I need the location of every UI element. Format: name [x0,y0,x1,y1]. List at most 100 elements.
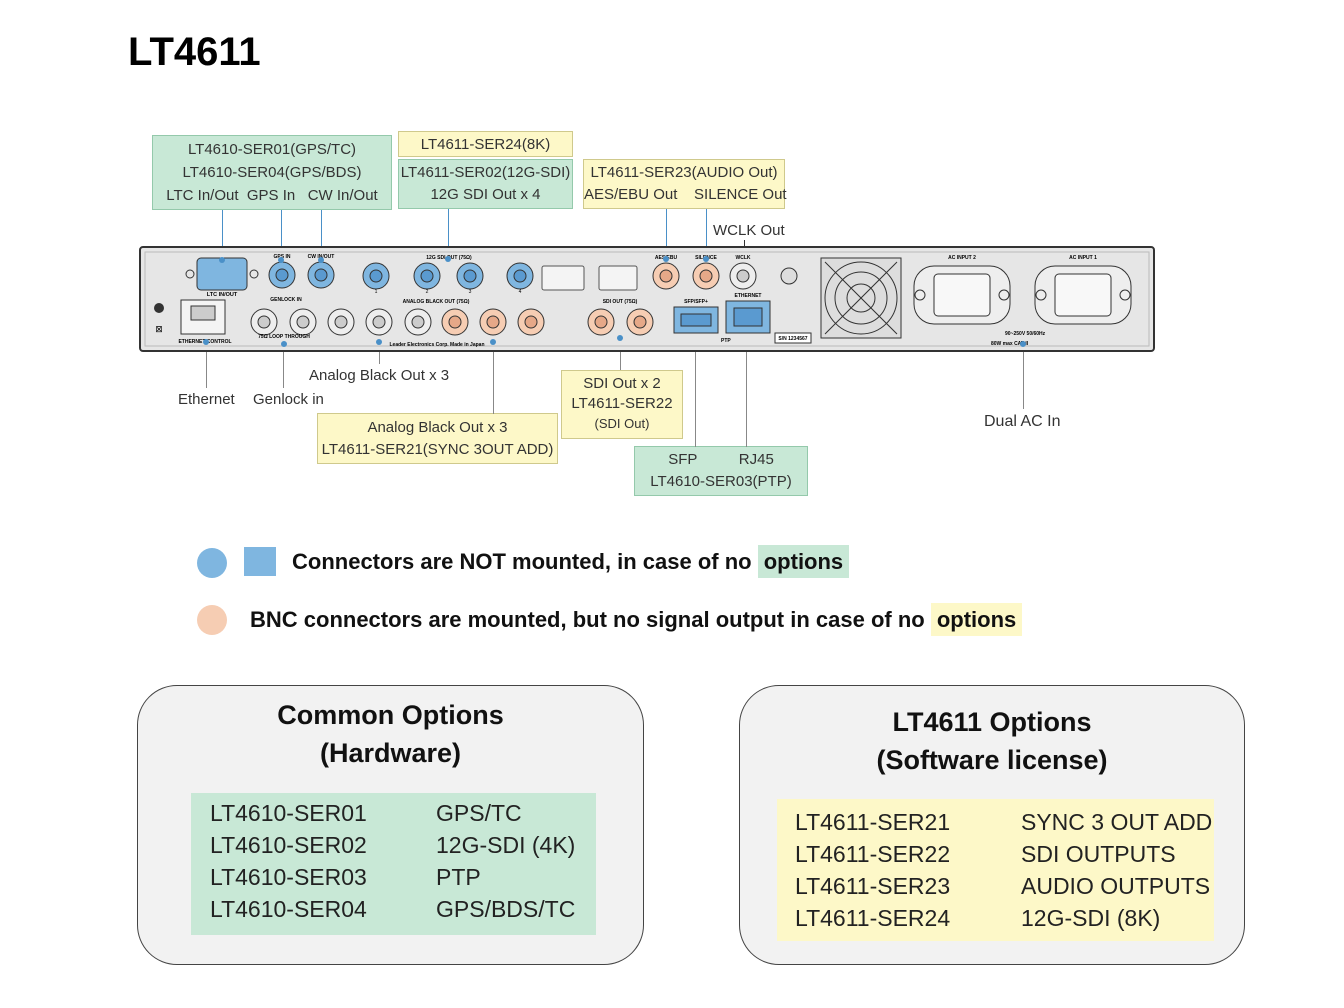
legend-blue-square [244,547,276,576]
callout-ser23-line2: AES/EBU Out SILENCE Out [584,186,787,203]
callout-ser23-line1: LT4611-SER23(AUDIO Out) [590,164,778,181]
sdi-out-bnc-2 [626,308,654,336]
option-code: LT4610-SER03 [210,864,367,890]
page-title: LT4611 [128,30,261,74]
sdi12g-num-4: 4 [519,289,522,295]
wclk-panel-label: WCLK [736,255,751,261]
callout-sdi-out: SDI Out x 2 LT4611-SER22 (SDI Out) [561,370,683,439]
ptp-label: PTP [721,338,731,344]
callout-ser23: LT4611-SER23(AUDIO Out) AES/EBU Out SILE… [583,159,787,209]
option-code: LT4611-SER21 [795,809,951,835]
leader-ethernet [206,342,207,388]
analog-black-bnc-6 [517,308,545,336]
maker-label: Leader Electronics Corp. Made in Japan [389,342,484,348]
leader-silence [706,209,707,259]
option-desc: GPS/TC [436,800,522,826]
power-rating-label: 90~250V 50/60Hz [1005,331,1046,337]
ltc-label: LTC IN/OUT [207,292,238,298]
analog-black-bnc-4 [441,308,469,336]
genlock-bnc-2 [289,308,317,336]
legend-orange-highlight: options [930,603,1023,636]
common-option-row: LT4610-SER04 GPS/BDS/TC [210,893,575,925]
ground-terminal [780,267,798,285]
sdi12g-num-3: 3 [469,289,472,295]
lt4611-options-box: LT4611 Options (Software license) LT4611… [739,685,1245,965]
callout-analog-line1: Analog Black Out x 3 [367,419,508,436]
label-dual-ac: Dual AC In [984,413,1061,430]
callout-ser02-line2: 12G SDI Out x 4 [430,186,541,203]
label-wclk-out: WCLK Out [713,222,785,239]
option-desc: SDI OUTPUTS [1021,841,1176,867]
genlock-bnc-1 [250,308,278,336]
callout-ser02: LT4611-SER02(12G-SDI) 12G SDI Out x 4 [398,159,573,209]
weee-icon: ⊠ [155,324,163,334]
wclk-bnc [729,262,757,290]
option-code: LT4610-SER04 [210,896,367,922]
callout-ser24: LT4611-SER24(8K) [398,131,573,157]
analog-black-bnc-5 [479,308,507,336]
sdi12g-bnc-2 [413,262,441,290]
rear-panel: LTC IN/OUT GPS IN CW IN/OUT 12G SDI OUT … [139,246,1155,352]
ac-inlet-2 [913,265,1011,325]
sdi12g-bnc-3 [456,262,484,290]
ac-input-2-label: AC INPUT 2 [948,255,976,261]
ac-input-1-label: AC INPUT 1 [1069,255,1097,261]
callout-gps-options: LT4610-SER01(GPS/TC) LT4610-SER04(GPS/BD… [152,135,392,210]
leader-rj45 [746,320,747,447]
leader-analog-black [379,342,380,364]
legend-orange-text-main: BNC connectors are mounted, but no signa… [250,607,931,632]
callout-ptp-line2: LT4610-SER03(PTP) [650,473,792,490]
fan-grille [820,257,902,339]
gps-in-label: GPS IN [274,254,291,260]
blank-plate-1 [541,265,585,291]
serial-label: S/N 1234567 [778,336,807,342]
option-code: LT4610-SER01 [210,800,367,826]
option-desc: SYNC 3 OUT ADD [1021,809,1213,835]
silence-bnc [692,262,720,290]
leader-ltc [222,210,223,260]
sdi12g-num-1: 1 [375,289,378,295]
ethernet-ptp-label: ETHERNET [735,293,762,299]
callout-analog-black-yellow: Analog Black Out x 3 LT4611-SER21(SYNC 3… [317,413,558,464]
common-options-table [191,793,596,935]
callout-analog-line2: LT4611-SER21(SYNC 3OUT ADD) [321,441,554,458]
option-desc: GPS/BDS/TC [436,896,576,922]
callout-ptp-line1: SFP RJ45 [668,451,774,468]
legend-blue-text: Connectors are NOT mounted, in case of n… [292,544,850,580]
leader-12g [448,209,449,259]
common-options-title-1: Common Options [277,700,504,730]
leader-cw [321,210,322,260]
power-symbol-icon [154,303,164,313]
option-desc: PTP [436,864,481,890]
common-option-row: LT4610-SER01 GPS/TC [210,797,575,829]
blank-plate-2 [598,265,638,291]
analog-black-bnc-3 [404,308,432,336]
legend-blue-highlight: options [757,545,850,578]
label-genlock: Genlock in [253,391,324,408]
legend-orange-circle [197,605,227,635]
sfp-label: SFP/SFP+ [684,299,708,305]
lt4611-options-table [777,799,1214,941]
aes-bnc [652,262,680,290]
callout-sdi-line3: (SDI Out) [594,416,650,431]
sdi-out-bnc-1 [587,308,615,336]
leader-analog-yellow [493,342,494,414]
callout-ptp: SFP RJ45 LT4610-SER03(PTP) [634,446,808,496]
label-analog-black: Analog Black Out x 3 [309,367,450,384]
common-options-title-2: (Hardware) [319,738,462,768]
option-code: LT4611-SER23 [795,873,951,899]
option-desc: 12G-SDI (4K) [436,832,576,858]
sdi12g-bnc-1 [362,262,390,290]
sdi-out-label: SDI OUT (75Ω) [603,299,638,305]
callout-gps-line2: LT4610-SER04(GPS/BDS) [182,164,362,181]
option-desc: AUDIO OUTPUTS [1021,873,1211,899]
callout-gps-line3: LTC In/Out GPS In CW In/Out [166,187,378,204]
analog-black-out-label: ANALOG BLACK OUT (75Ω) [403,299,470,305]
genlock-in-label: GENLOCK IN [270,297,302,303]
leader-gps [281,210,282,260]
label-ethernet: Ethernet [178,391,235,408]
option-desc: 12G-SDI (8K) [1021,905,1161,931]
leader-sdi-out [620,336,621,370]
ltc-connector: LTC IN/OUT [185,257,259,298]
